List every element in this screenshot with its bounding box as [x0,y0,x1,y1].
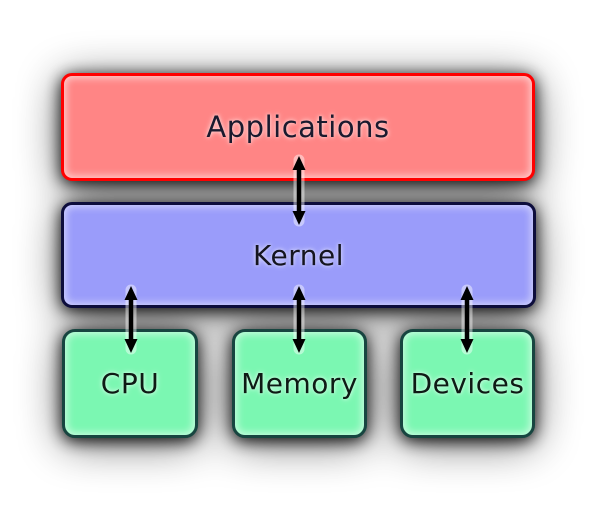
kernel-label: Kernel [253,238,344,272]
devices-box: Devices [400,329,535,438]
applications-label: Applications [206,110,390,144]
memory-label: Memory [241,367,358,400]
cpu-label: CPU [100,367,160,400]
kernel-box: Kernel [61,202,536,308]
cpu-box: CPU [62,329,198,438]
memory-box: Memory [232,329,367,438]
applications-box: Applications [61,73,535,181]
devices-label: Devices [410,367,525,400]
